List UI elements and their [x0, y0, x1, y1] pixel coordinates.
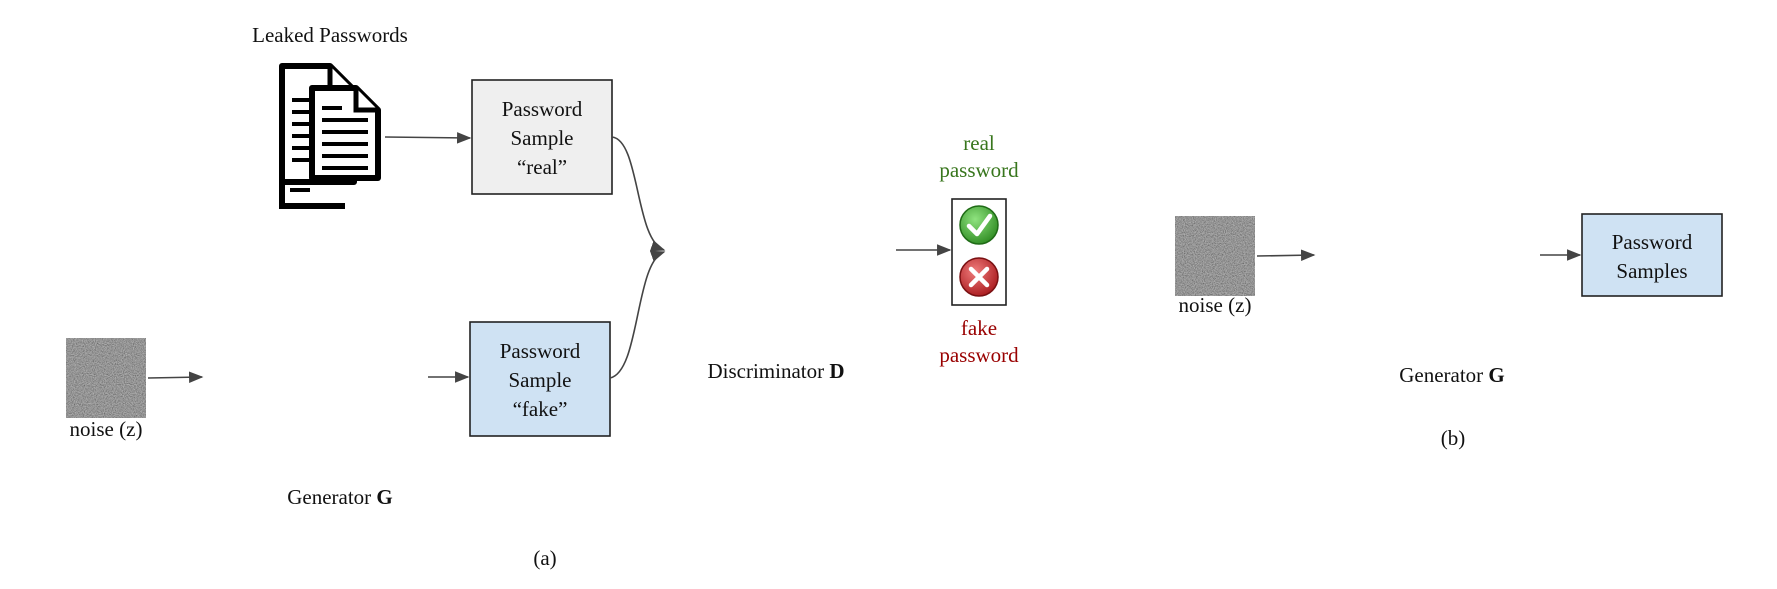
password-samples-box: Password Samples: [1581, 213, 1723, 297]
generator-label-b-symbol: G: [1488, 363, 1504, 387]
arrow-fake-to-discriminator: [609, 250, 666, 379]
fake-box-line-2: Sample: [509, 368, 572, 392]
samples-box-line-2: Samples: [1616, 259, 1687, 283]
discriminator-label-text: Discriminator: [707, 359, 829, 383]
generator-label-b-text: Generator: [1399, 363, 1488, 387]
generator-label: Generator G: [287, 485, 393, 509]
noise-image: [66, 338, 146, 418]
generator-label-text: Generator: [287, 485, 376, 509]
noise-image-b: [1175, 216, 1255, 296]
fake-password-label-line-1: fake: [961, 316, 997, 340]
noise-label: noise (z): [70, 417, 143, 441]
fake-box-line-1: Password: [500, 339, 581, 363]
real-box-line-2: Sample: [511, 126, 574, 150]
real-password-label-line-1: real: [963, 131, 995, 155]
noise-label-b: noise (z): [1179, 293, 1252, 317]
samples-box-line-1: Password: [1612, 230, 1693, 254]
leaked-passwords-label: Leaked Passwords: [252, 23, 408, 47]
generator-label-b: Generator G: [1399, 363, 1505, 387]
arrow-noise-to-generator-b: [1256, 249, 1316, 261]
real-box-line-1: Password: [502, 97, 583, 121]
cross-icon: [959, 257, 999, 297]
generator-label-symbol: G: [376, 485, 392, 509]
caption-a: (a): [533, 546, 556, 570]
arrow-real-to-discriminator: [611, 136, 666, 252]
caption-b: (b): [1441, 426, 1466, 450]
real-sample-box: Password Sample “real”: [471, 79, 613, 195]
real-password-label-line-2: password: [939, 158, 1019, 182]
real-box-line-3: “real”: [517, 155, 567, 179]
fake-password-label-line-2: password: [939, 343, 1019, 367]
figure-b: noise (z) Generator G Password Samples (…: [1175, 213, 1723, 450]
check-icon: [959, 205, 999, 245]
documents-icon: [279, 63, 381, 209]
discriminator-label-symbol: D: [829, 359, 844, 383]
discriminator-label: Discriminator D: [707, 359, 844, 383]
arrow-docs-to-real: [384, 132, 472, 144]
result-box: [951, 198, 1007, 306]
figure-a: Leaked Passwords: [66, 23, 1019, 570]
fake-box-line-3: “fake”: [513, 397, 568, 421]
fake-sample-box: Password Sample “fake”: [469, 321, 611, 437]
arrow-noise-to-generator: [147, 371, 204, 383]
